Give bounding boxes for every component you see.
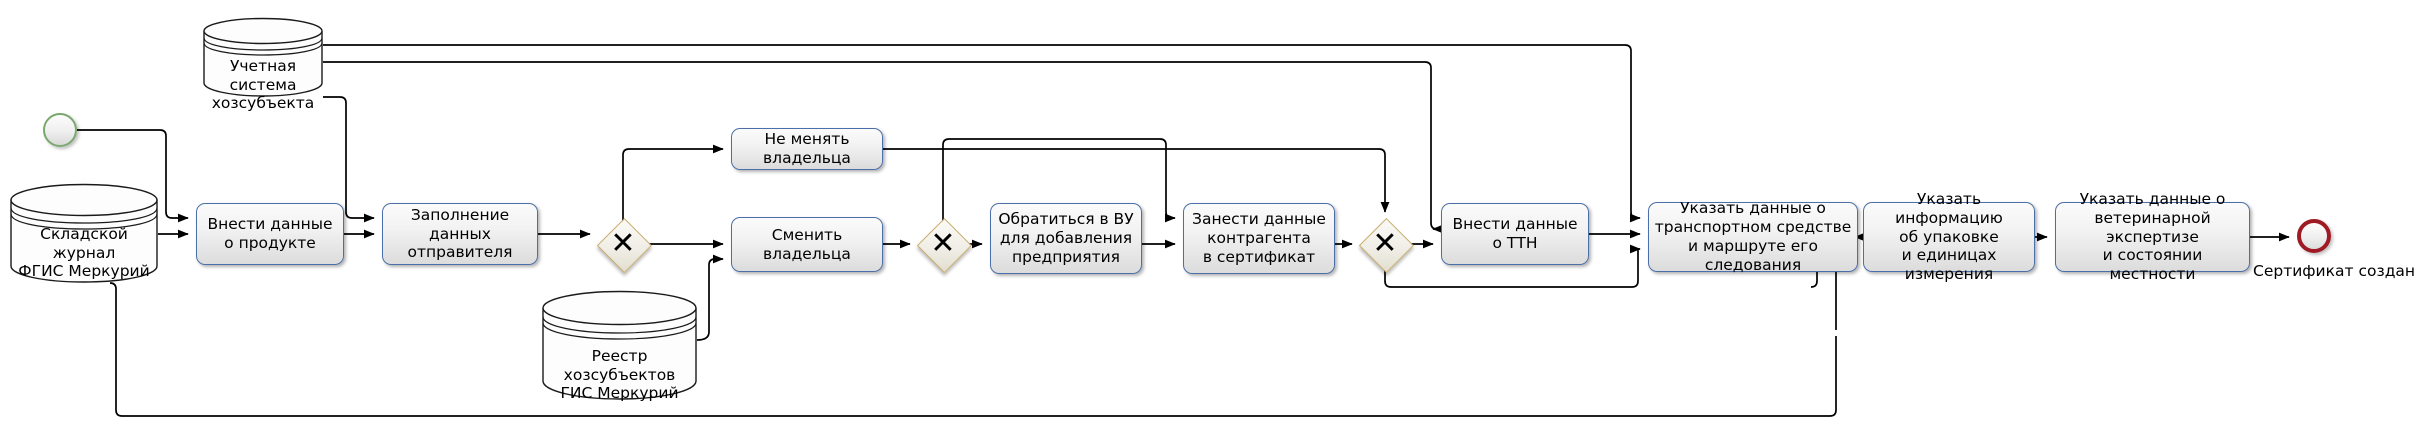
- datastore-accounting-system: Учетная система хозсубъекта: [203, 17, 323, 112]
- task-fill-sender-data[interactable]: Заполнение данных отправителя: [382, 203, 538, 265]
- flow-warehouse-bottom-return: [109, 282, 1837, 417]
- task-change-owner[interactable]: Сменить владельца: [731, 217, 883, 272]
- task-enter-ttn[interactable]: Внести данные о ТТН: [1441, 203, 1589, 265]
- flow-gw1-to-keepowner: [622, 144, 724, 222]
- gateway-exclusive-2[interactable]: ✕: [916, 217, 972, 273]
- flow-registry-to-changeowner: [696, 254, 724, 341]
- gateway-xor-icon: ✕: [930, 226, 956, 261]
- task-keep-owner[interactable]: Не менять владельца: [731, 128, 883, 170]
- datastore-registry-subjects: Реестр хозсубъектов ГИС Меркурий: [542, 290, 697, 402]
- gateway-exclusive-3[interactable]: ✕: [1358, 217, 1414, 273]
- end-event[interactable]: [2297, 219, 2331, 253]
- start-event[interactable]: [43, 113, 77, 147]
- gateway-xor-icon: ✕: [610, 226, 636, 261]
- task-transport-data[interactable]: Указать данные о транспортном средстве и…: [1648, 199, 1858, 274]
- datastore-warehouse-journal: Складской журнал ФГИС Меркурий: [10, 183, 158, 283]
- task-enter-counterparty[interactable]: Занести данные контрагента в сертификат: [1183, 203, 1335, 274]
- gateway-exclusive-1[interactable]: ✕: [596, 217, 652, 273]
- task-packaging-units[interactable]: Указать информацию об упаковке и единица…: [1863, 190, 2035, 283]
- flow-accounting-to-sender: [323, 96, 375, 223]
- flow-accounting-to-transport: [323, 44, 1641, 223]
- gateway-xor-icon: ✕: [1372, 226, 1398, 261]
- task-request-vu[interactable]: Обратиться в ВУ для добавления предприят…: [990, 203, 1142, 274]
- end-event-label: Сертификат создан: [2253, 262, 2416, 280]
- task-vet-expertise[interactable]: Указать данные о ветеринарной экспертизе…: [2055, 190, 2250, 283]
- task-enter-product-data[interactable]: Внести данные о продукте: [196, 203, 344, 265]
